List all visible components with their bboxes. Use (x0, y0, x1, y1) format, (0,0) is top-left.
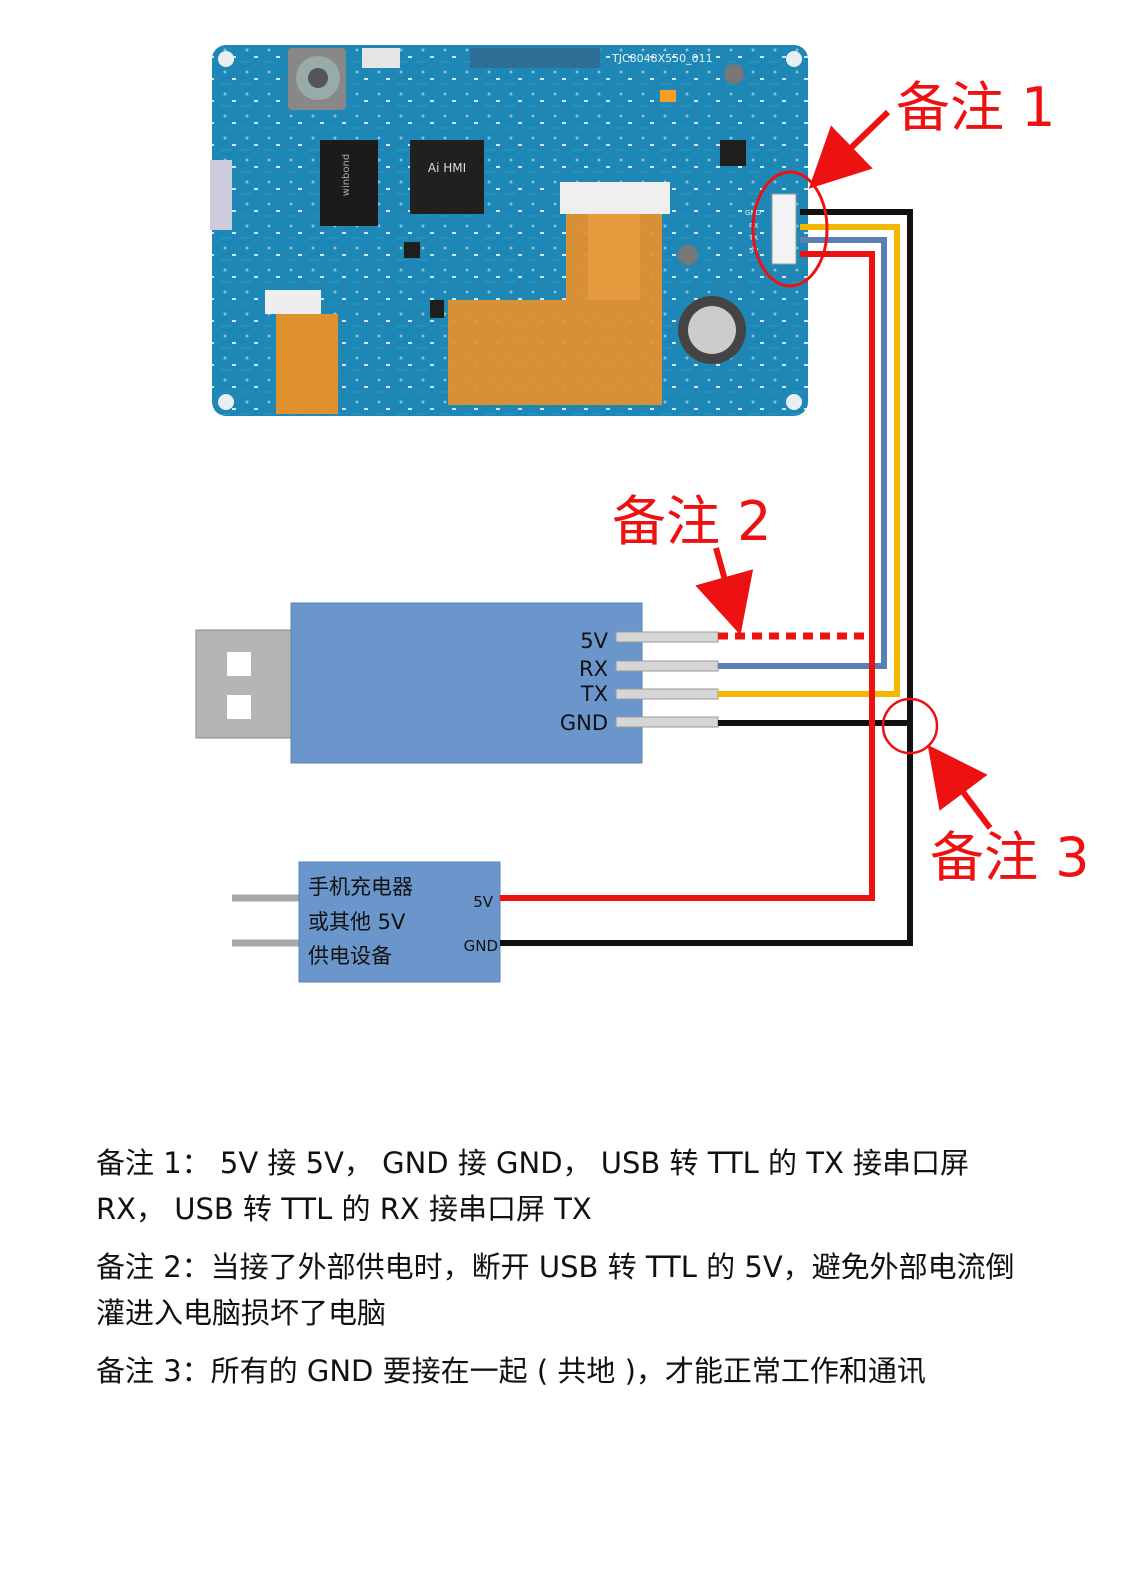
usb-pin-rects (615, 631, 719, 728)
pcb-board: winbond Ai HMI TJC8048X550_011 GND RX TX… (210, 45, 808, 416)
charger-line-3: 供电设备 (308, 944, 392, 968)
charger-pin-gnd-label: GND (464, 937, 498, 955)
usb-pin-gnd-label: GND (560, 711, 608, 735)
callout-label-3: 备注 3 (930, 826, 1090, 889)
board-model-label: TJC8048X550_011 (611, 52, 713, 65)
wire-gnd (500, 209, 913, 946)
note-3: 备注 3：所有的 GND 要接在一起 ( 共地 )，才能正常工作和通讯 (96, 1354, 926, 1388)
charger-line-1: 手机充电器 (308, 875, 413, 899)
charger-module: 手机充电器 或其他 5V 供电设备 5V GND (232, 861, 501, 983)
charger-pin-5v-label: 5V (473, 893, 494, 911)
callout-arrow-2 (695, 547, 754, 636)
wire-5v (500, 251, 875, 901)
usb-ttl-module: 5V RX TX GND (195, 602, 719, 764)
notes-section: 备注 1： 5V 接 5V， GND 接 GND， USB 转 TTL 的 TX… (96, 1140, 1026, 1406)
svg-text:winbond: winbond (341, 154, 352, 196)
callout-circle-3 (881, 697, 939, 755)
note-2: 备注 2：当接了外部供电时，断开 USB 转 TTL 的 5V，避免外部电流倒灌… (96, 1250, 1015, 1330)
usb-pin-5v-label: 5V (580, 629, 608, 653)
wire-rx (718, 237, 887, 669)
note-1: 备注 1： 5V 接 5V， GND 接 GND， USB 转 TTL 的 TX… (96, 1146, 970, 1226)
board-pin-5v: 5V (749, 247, 758, 255)
callout-label-2: 备注 2 (612, 490, 772, 553)
callout-arrow-1 (808, 109, 891, 189)
callout-arrow-3 (927, 744, 993, 830)
board-chip-label: Ai HMI (428, 161, 466, 175)
wire-tx (718, 224, 900, 697)
callouts: 备注 1 备注 2 备注 3 (612, 76, 1090, 889)
usb-pin-tx-label: TX (580, 682, 608, 706)
charger-line-2: 或其他 5V (308, 910, 406, 934)
wires (500, 209, 913, 946)
wiring-diagram: winbond Ai HMI TJC8048X550_011 GND RX TX… (195, 45, 1090, 983)
callout-circle-1 (751, 170, 829, 288)
callout-label-1: 备注 1 (896, 76, 1056, 139)
usb-pin-rx-label: RX (579, 657, 608, 681)
